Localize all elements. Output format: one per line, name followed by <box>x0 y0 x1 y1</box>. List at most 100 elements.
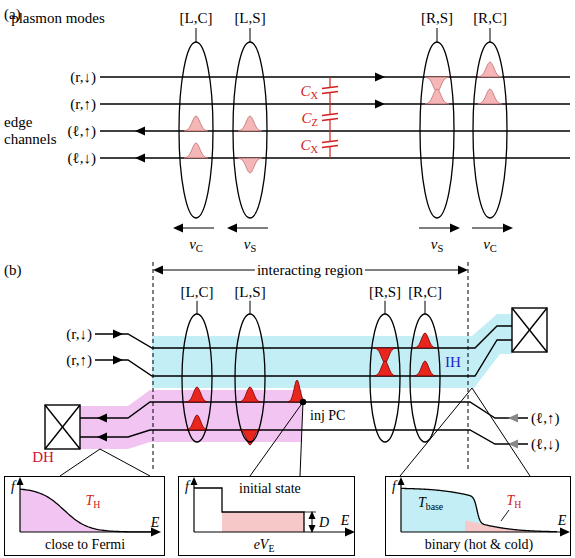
inset-plot-box: fTbaseTHEbinary (hot & cold) <box>385 476 571 556</box>
edge-channel <box>95 326 512 348</box>
leader-line <box>250 300 251 314</box>
arrowhead <box>309 511 316 519</box>
leader-line <box>425 300 426 314</box>
capacitor-symbol <box>329 104 330 115</box>
plasmon-bump <box>184 143 208 158</box>
channel-label: (r,↓) <box>66 326 92 343</box>
plasmon-bump <box>288 380 306 402</box>
plasmon-bump <box>238 116 262 131</box>
region-boundary <box>153 262 154 470</box>
velocity-label: vC <box>189 236 203 253</box>
leader-line <box>300 402 303 476</box>
velocity-arrow <box>232 227 268 228</box>
channel-label: (ℓ,↑) <box>531 410 559 427</box>
mode-label: [R,S] <box>421 10 453 27</box>
axis <box>194 531 350 532</box>
arrowhead <box>450 224 460 233</box>
axis <box>400 482 401 532</box>
axis <box>193 482 194 532</box>
capacitor-symbol <box>329 147 330 159</box>
distribution-fill <box>20 489 152 532</box>
leader-line <box>472 388 530 476</box>
heading: plasmon modes <box>11 10 105 27</box>
velocity-label: vC <box>483 236 497 253</box>
panel-label: (b) <box>4 262 22 279</box>
region-boundary <box>468 262 469 470</box>
contact-cross <box>512 308 547 352</box>
mode-label: [L,S] <box>234 10 265 27</box>
capacitor-symbol <box>322 87 338 89</box>
ohmic-contact <box>512 308 547 352</box>
axis <box>401 531 565 532</box>
arrowhead <box>398 477 405 485</box>
arrowhead <box>227 224 237 233</box>
axis-label: TH <box>86 493 101 508</box>
arrowhead <box>503 224 513 233</box>
plasmon-mode-ellipse <box>370 314 400 442</box>
capacitor-symbol <box>329 131 330 142</box>
capacitance-label: CX <box>300 136 318 153</box>
axis <box>20 531 156 532</box>
channel-label: (ℓ,↑) <box>68 123 96 140</box>
arrowhead <box>17 477 24 485</box>
arrowhead <box>173 224 183 233</box>
band-label: IH <box>445 354 461 371</box>
ohmic-contact <box>45 405 80 449</box>
channel-label: (ℓ,↓) <box>531 436 559 453</box>
distribution-curve <box>401 488 557 531</box>
leader-line <box>490 28 491 42</box>
plasmon-mode-ellipse <box>473 42 507 218</box>
capacitor-symbol <box>329 93 330 105</box>
plasmon-mode-ellipse <box>179 42 213 218</box>
axis-label: f <box>392 479 396 494</box>
plasmon-bump <box>238 158 262 173</box>
axis-label: Tbase <box>418 495 443 510</box>
channel-label: (r,↑) <box>66 352 92 369</box>
axis-label: f <box>11 479 15 494</box>
axis-label: eVE <box>254 537 275 552</box>
arrowhead <box>153 266 163 275</box>
axis-label: E <box>341 513 350 528</box>
contact-cross <box>45 405 80 449</box>
leader-line <box>196 28 197 42</box>
mode-label: [R,C] <box>473 10 507 27</box>
velocity-label: vS <box>431 236 444 253</box>
arrowhead <box>97 414 107 423</box>
capacitance-label: CZ <box>302 109 318 126</box>
arrowhead <box>375 100 385 109</box>
axis-title: edge channels <box>4 114 66 147</box>
injector-label: inj PC <box>308 408 347 423</box>
arrowhead <box>508 414 518 423</box>
axis-label: f <box>185 479 189 494</box>
axis-label: E <box>151 515 160 530</box>
leader-line <box>60 449 100 476</box>
distribution-curve <box>20 489 152 532</box>
leader-line <box>100 449 150 476</box>
contact-cross <box>45 405 80 449</box>
plasmon-bump <box>184 116 208 131</box>
arrowhead <box>560 528 570 537</box>
plasmon-bump <box>425 89 449 104</box>
mode-label: [R,C] <box>406 284 444 301</box>
channel-label: (r,↓) <box>70 69 96 86</box>
guide-line <box>304 512 316 513</box>
mode-label: [L,S] <box>232 284 267 301</box>
band-label: DH <box>32 449 54 466</box>
distribution-fill <box>222 512 304 532</box>
inset-plot-box: fTH Eclose to Fermi <box>4 476 165 556</box>
plot-caption: initial state <box>239 481 301 496</box>
plasmon-bump <box>478 89 502 104</box>
plasmon-mode-ellipse <box>410 314 440 442</box>
capacitor-symbol <box>329 120 330 132</box>
arrowhead <box>113 356 123 365</box>
plasmon-mode-ellipse <box>420 42 454 218</box>
plasmon-bump <box>186 415 208 430</box>
arrowhead <box>97 433 107 442</box>
inset-plot-box: finitial stateDeVEE <box>178 476 355 556</box>
plasmon-mode-ellipse <box>233 42 267 218</box>
capacitor-symbol <box>322 114 338 116</box>
plot-caption: close to Fermi <box>45 537 125 552</box>
plasmon-bump <box>186 387 208 402</box>
plasmon-mode-ellipse <box>182 314 212 442</box>
mode-label: [L,C] <box>180 10 213 27</box>
